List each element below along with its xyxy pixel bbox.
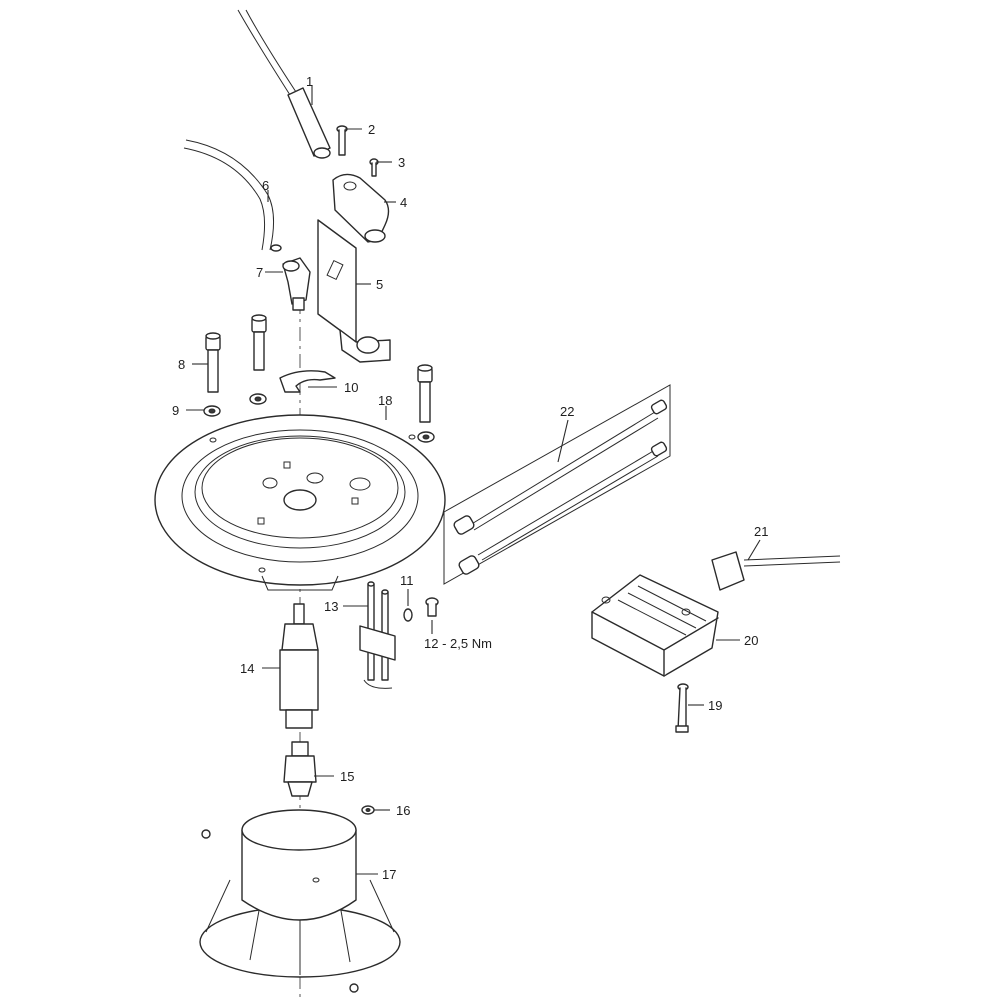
- callout-6: 6: [262, 178, 269, 193]
- callout-16: 16: [396, 803, 410, 818]
- part-8-bolt: [205, 332, 221, 393]
- part-22-ignition-cables: [443, 384, 671, 585]
- part-9-washer: [203, 405, 221, 417]
- part-1-cable-sleeve: [237, 9, 331, 159]
- part-10-clip: [279, 370, 336, 393]
- leader-lines: [186, 86, 761, 875]
- part-13-electrode-assembly: [359, 581, 396, 689]
- bolt: [251, 314, 267, 371]
- part-7-elbow-fitting: [282, 257, 311, 311]
- callout-20: 20: [744, 633, 758, 648]
- callout-3: 3: [398, 155, 405, 170]
- callout-7: 7: [256, 265, 263, 280]
- part-21-plug: [711, 551, 841, 591]
- part-11-washer: [403, 608, 413, 622]
- part-6-tube: [183, 139, 282, 252]
- callout-11: 11: [400, 573, 414, 588]
- callout-4: 4: [400, 195, 407, 210]
- part-5-bracket: [317, 219, 391, 363]
- part-18-mounting-plate: [154, 414, 446, 591]
- callout-8: 8: [178, 357, 185, 372]
- part-19-screw: [675, 683, 689, 733]
- washer: [249, 393, 267, 405]
- part-14-nozzle-holder: [279, 603, 319, 729]
- part-4-clamp: [332, 173, 390, 243]
- callout-21: 21: [754, 524, 768, 539]
- callout-17: 17: [382, 867, 396, 882]
- callout-14: 14: [240, 661, 254, 676]
- part-16-nut: [361, 805, 375, 815]
- callout-2: 2: [368, 122, 375, 137]
- callout-19: 19: [708, 698, 722, 713]
- part-2-screw: [336, 125, 348, 156]
- callout-9: 9: [172, 403, 179, 418]
- bolt: [417, 364, 433, 423]
- callout-18: 18: [378, 393, 392, 408]
- callout-15: 15: [340, 769, 354, 784]
- callout-13: 13: [324, 599, 338, 614]
- callout-12: 12 - 2,5 Nm: [424, 636, 492, 651]
- callout-5: 5: [376, 277, 383, 292]
- part-15-nozzle: [283, 741, 317, 797]
- part-12-screw: [425, 597, 439, 617]
- callout-10: 10: [344, 380, 358, 395]
- part-20-ignition-transformer: [591, 574, 719, 677]
- callout-22: 22: [560, 404, 574, 419]
- callout-1: 1: [306, 74, 313, 89]
- washer: [417, 431, 435, 443]
- part-17-flame-tube: [199, 809, 401, 993]
